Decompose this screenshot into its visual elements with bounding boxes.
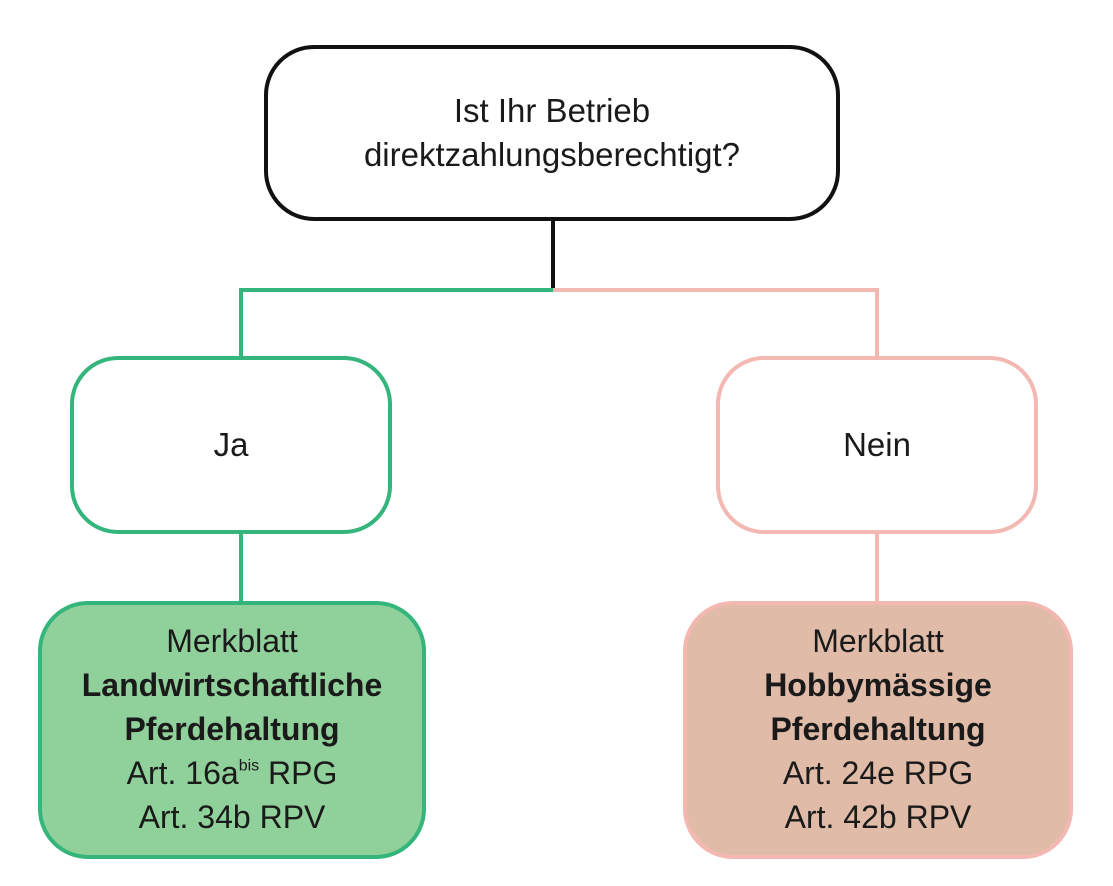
result-yes-title-line1: Landwirtschaftliche — [81, 667, 383, 704]
result-no-label: Merkblatt — [812, 623, 944, 660]
result-yes-reference-1-sup: bis — [238, 757, 260, 775]
result-yes-node: Merkblatt Landwirtschaftliche Pferdehalt… — [38, 601, 426, 859]
question-text-line1: Ist Ihr Betrieb — [453, 92, 651, 130]
answer-yes-node: Ja — [70, 356, 392, 534]
connector-yes-branch — [239, 288, 553, 356]
question-text-line2: direktzahlungsberechtigt? — [363, 136, 741, 173]
answer-yes-label: Ja — [213, 426, 249, 463]
result-yes-label: Merkblatt — [166, 623, 298, 660]
result-no-title-line1: Hobbymässige — [764, 667, 992, 704]
result-yes-reference-1-suffix: RPG — [259, 754, 338, 791]
question-node: Ist Ihr Betrieb direktzahlungsberechtigt… — [264, 45, 840, 221]
answer-no-label: Nein — [843, 426, 911, 463]
answer-no-node: Nein — [716, 356, 1038, 534]
result-no-title-line2: Pferdehaltung — [770, 711, 986, 748]
result-yes-reference-1-main: Art. 16a — [126, 754, 239, 791]
result-no-node: Merkblatt Hobbymässige Pferdehaltung Art… — [683, 601, 1073, 859]
result-yes-reference-2: Art. 34b RPV — [138, 798, 326, 835]
result-yes-reference-1: Art. 16abis RPG — [127, 752, 338, 796]
connector-no-branch — [553, 288, 879, 356]
result-no-reference-2: Art. 42b RPV — [784, 798, 972, 835]
result-no-reference-1: Art. 24e RPG — [782, 754, 974, 791]
result-yes-title-line2: Pferdehaltung — [124, 711, 340, 748]
